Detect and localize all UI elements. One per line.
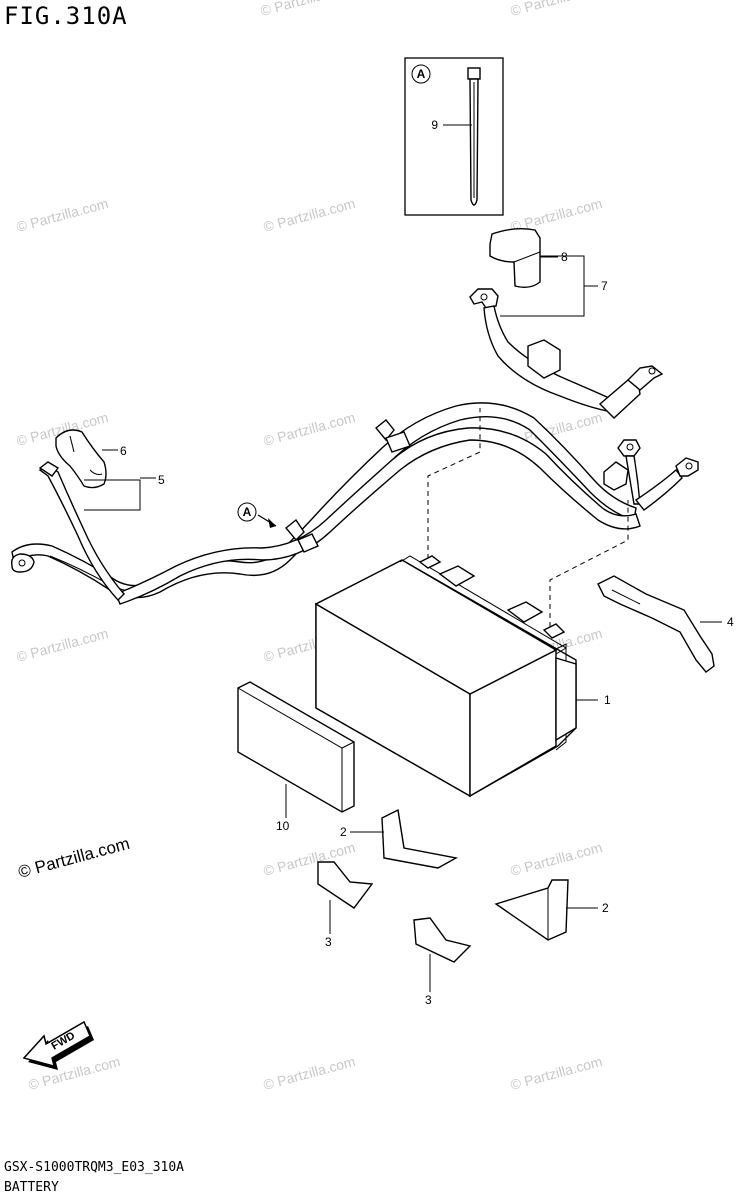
harness-a-marker-label: A [243, 505, 252, 519]
callout-7: 7 [601, 279, 608, 293]
battery-part [314, 555, 577, 798]
callout-3: 3 [325, 935, 332, 949]
negative-cable-assembly [10, 402, 699, 605]
fwd-arrow-icon: FWD [22, 1020, 94, 1070]
callout-2: 2 [602, 901, 609, 915]
watermark: © Partzilla.com [509, 1053, 604, 1093]
callout-labels: 1 2 2 3 3 4 5 6 7 8 10 [120, 250, 734, 1007]
drawing-code: GSX-S1000TRQM3_E03_310A [4, 1160, 185, 1175]
callout-leaders [84, 255, 722, 992]
cushion-part-2 [494, 879, 569, 941]
positive-cable-assembly [469, 227, 664, 419]
watermark: © Partzilla.com [509, 839, 604, 879]
figure-caption: BATTERY [4, 1180, 59, 1195]
cushion-part-2 [381, 808, 459, 869]
cable-tie-part [467, 67, 481, 206]
callout-9: 9 [431, 118, 438, 132]
watermark: © Partzilla.com [259, 0, 354, 19]
callout-8: 8 [561, 250, 568, 264]
watermark: © Partzilla.com [509, 0, 604, 19]
callout-3: 3 [425, 993, 432, 1007]
watermark: © Partzilla.com [262, 1053, 357, 1093]
harness-a-marker: A [237, 502, 277, 528]
watermark: © Partzilla.com [15, 195, 110, 235]
detail-view-a: A 9 [404, 57, 504, 216]
figure-title: FIG.310A [4, 2, 128, 30]
watermark-main: © Partzilla.com [16, 834, 132, 882]
cushion-part-3 [413, 917, 472, 963]
callout-5: 5 [158, 473, 165, 487]
callout-6: 6 [120, 444, 127, 458]
detail-a-marker-label: A [417, 67, 426, 81]
connection-lines [427, 408, 629, 636]
callout-1: 1 [604, 693, 611, 707]
callout-2: 2 [340, 825, 347, 839]
detail-a-marker-icon [411, 64, 431, 84]
callout-10: 10 [276, 819, 290, 833]
watermark: © Partzilla.com [262, 409, 357, 449]
callout-4: 4 [727, 615, 734, 629]
cushion-part-3 [317, 861, 374, 909]
battery-band-part [597, 575, 715, 673]
watermark: © Partzilla.com [262, 195, 357, 235]
watermark: © Partzilla.com [15, 625, 110, 665]
battery-pad-part [237, 681, 355, 813]
